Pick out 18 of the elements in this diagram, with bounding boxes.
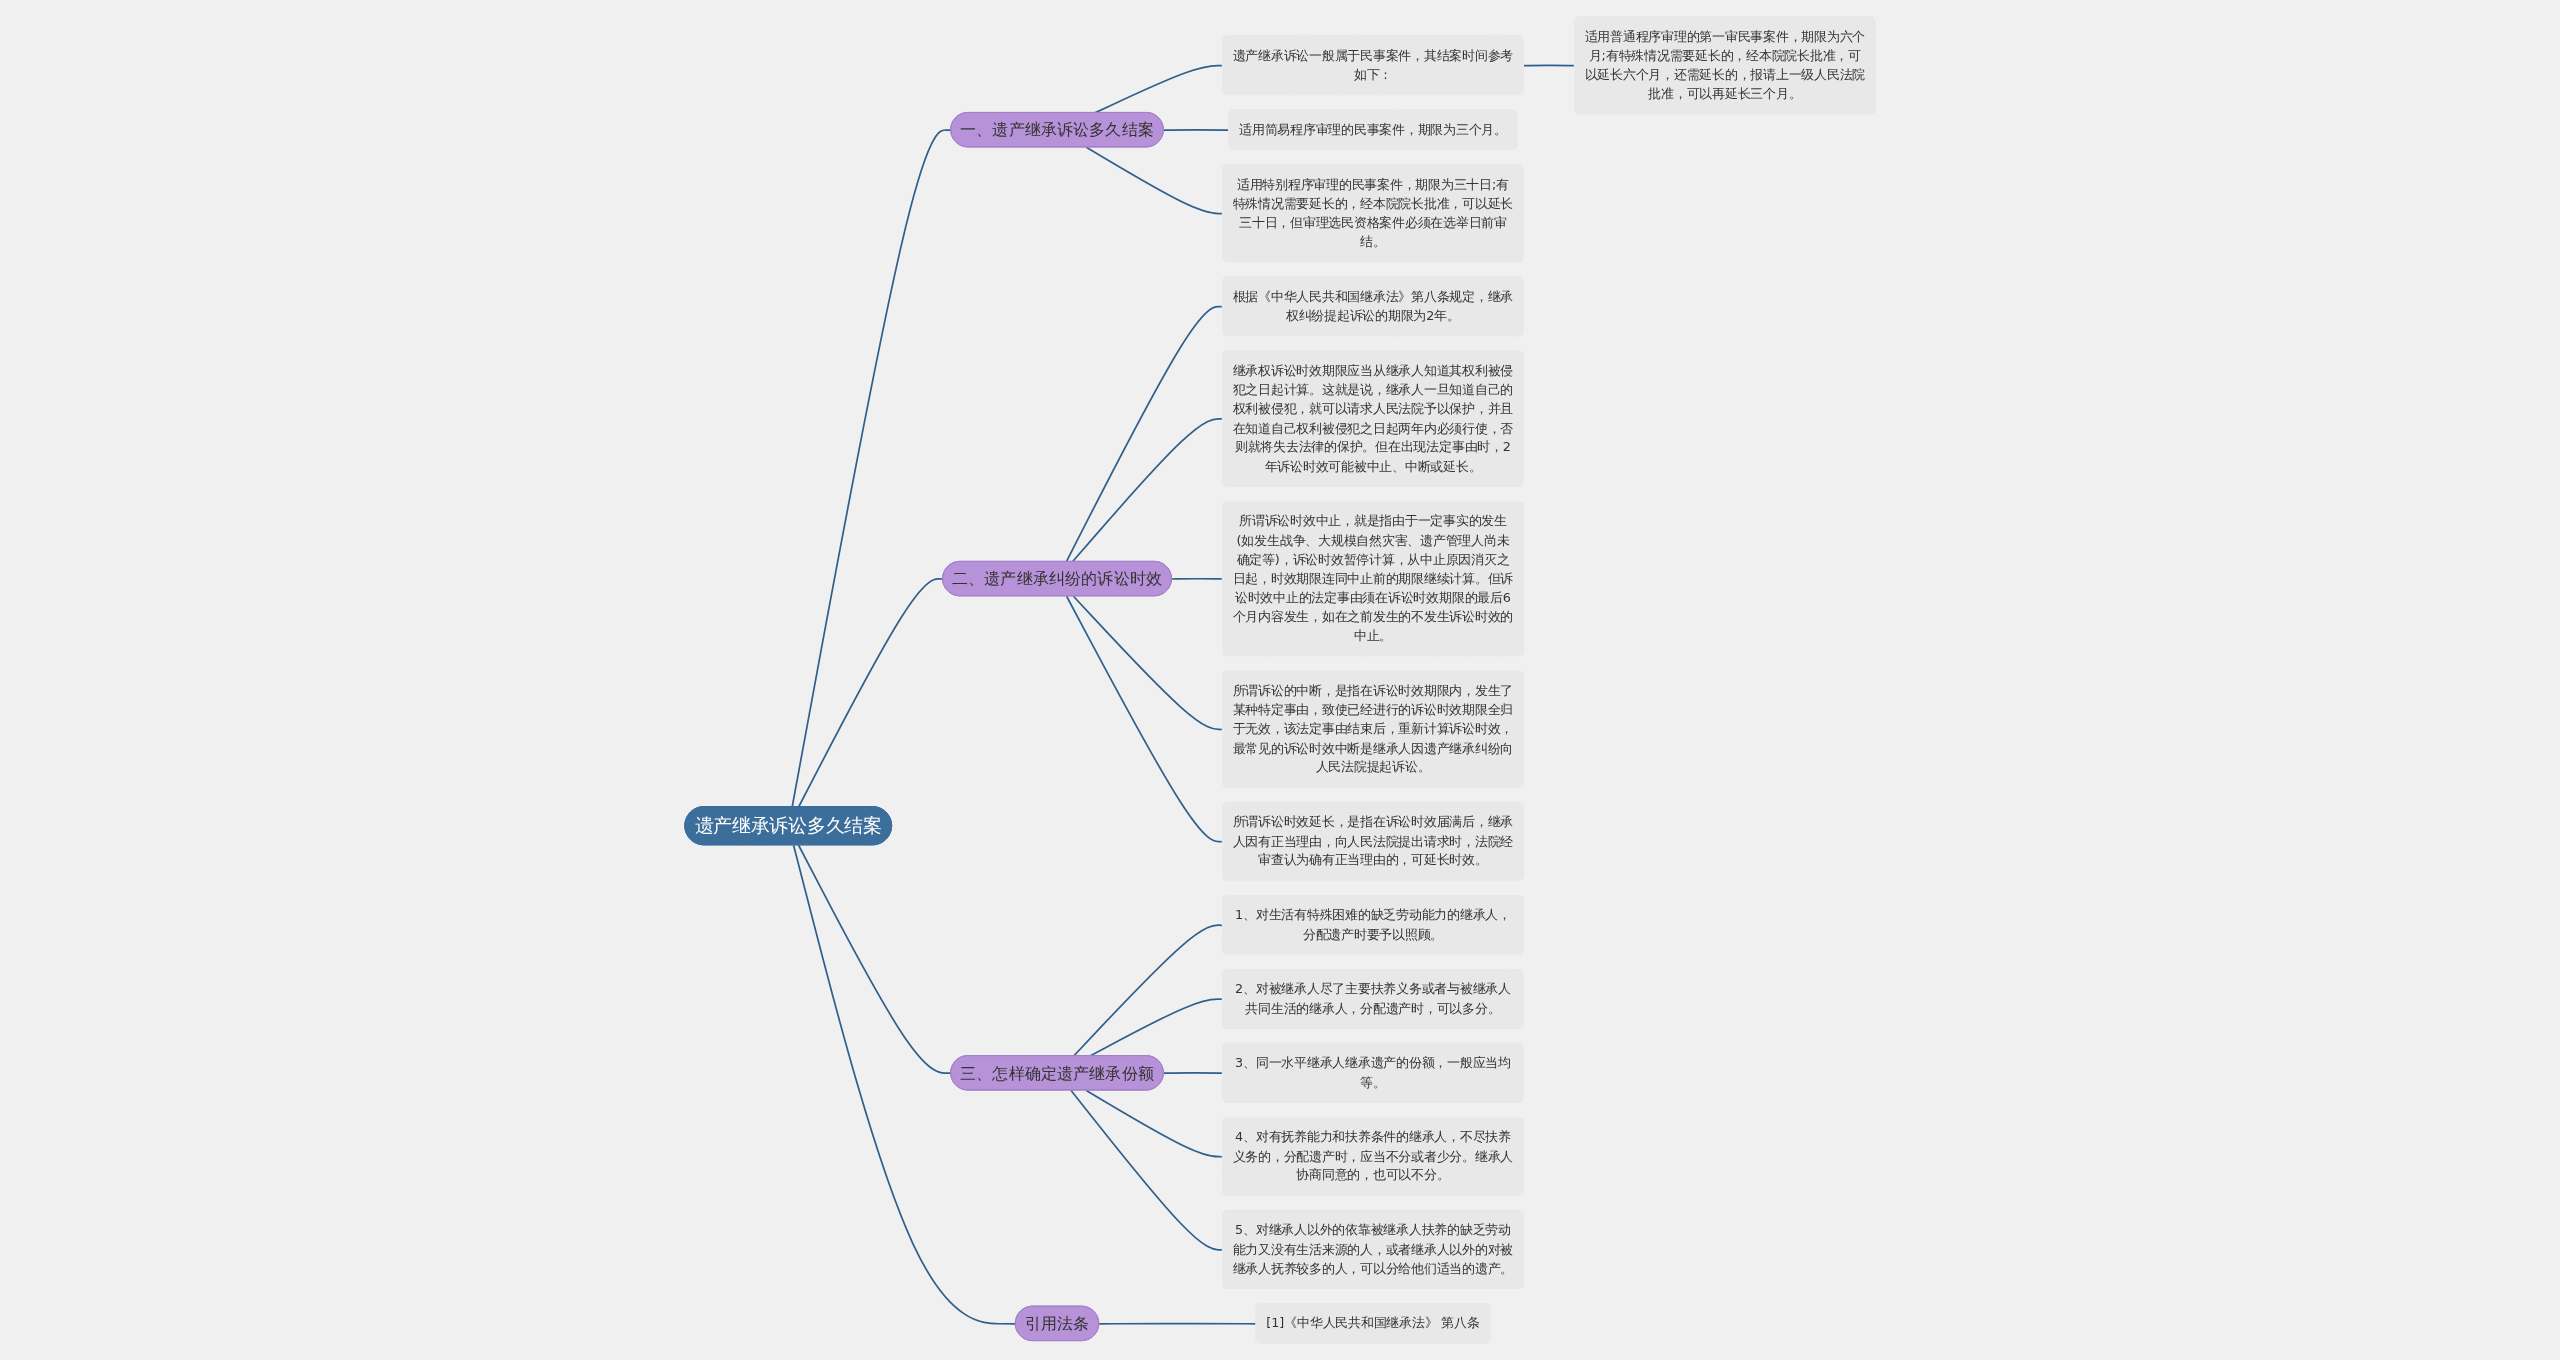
mind-map-diagram: 遗产继承诉讼多久结案 一、遗产继承诉讼多久结案 遗产继承诉讼一般属于民事案件，其结案时间参考如下： 适用普通程序审理的第一审民事案件，期限为六个月;有特殊情况需要延长的，经本院院长批准，可以延长六个月，还需延长的，报请上一级人民法院批准，可以再延长三个月。 适用简易程序审理的民事案件，期限为三个月。 适用特别程序审理的民事案件，期限为三十日;有特殊情况需要延长的，经本院院长批准，可以延长三十日，但审理选民资格案件必须在选举日前审结。 二、遗产继承纠纷的诉讼时效 根据《中华人民共和国继承法》第八条规定，继承权纠纷提起诉讼的期限为2年。 继承权诉讼时效期限应当从继承人知道其权利被侵犯之日起计算。这就是说，继承人一旦知道自己的权利被侵犯，就可以请求人民法院予以保护，并且在知道自己权利被侵犯之日起两年内必须行使，否则就将失去法律的保护。但在出现法定事由时，2年诉讼时效可能被中止、中断或延长。 所谓诉讼时效中止，就是指由于一定事实的发生(如发生战争、大规模自然灾害、遗产管理人尚未确定等)，诉讼时效暂停计算，从中止原因消灭之日起，时效期限连同中止前的期限继续计算。但诉讼时效中止的法定事由须在诉讼时效期限的最后6个月内容发生，如在之前发生的不发生诉讼时效的中止。 所谓诉讼的中断，是指在诉讼时效期限内，发生了某种特定事由，致使已经进行的诉讼时效期限全归于无效，该法定事由结束后，重新计算诉讼时效，最常见的诉讼时效中断是继承人因遗产继承纠纷向人民法院提起诉讼。 所谓诉讼时效延长，是指在诉讼时效届满后，继承人因有正当理由，向人民法院提出请求时，法院经审查认为确有正当理由的，可延长时效。 三、怎样确定遗产继承份额 1、对生活有特殊困难的缺乏劳动能力的继承人，分配遗产时要予以照顾。 2、对被继承人尽了主要扶养义务或者与被继承人共同生活的继承人，分配遗产时，可以多分。 3、同一水平继承人继承遗产的份额，一般应当均等。 4、对有抚养能力和扶养条件的继承人，不尽扶养义务的，分配遗产时，应当不分或者少分。继承人协商同意的，也可以不分。 5、对继承人以外的依靠被继承人扶养的缺乏劳动能力又没有生活来源的人，或者继承人以外的对被继承人抚养较多的人，可以分给他们适当的遗产。 引用法条 [1]《中华人民共和国继承法》 第八条 — [677, 10, 1883, 1350]
connector — [1072, 595, 1224, 731]
connector — [1522, 64, 1576, 67]
connector — [791, 129, 952, 808]
connector — [797, 578, 944, 808]
connector — [1065, 305, 1224, 563]
connector — [1085, 1089, 1224, 1158]
connector — [1089, 998, 1224, 1057]
connector — [1170, 577, 1224, 580]
connector — [792, 844, 1017, 1325]
connector — [1085, 146, 1224, 215]
connector — [797, 844, 952, 1075]
connector — [1162, 1072, 1224, 1075]
connector — [1162, 129, 1230, 131]
connector — [1072, 924, 1224, 1057]
connector — [1071, 418, 1224, 563]
connector — [1065, 595, 1224, 843]
connector — [1070, 1089, 1224, 1251]
